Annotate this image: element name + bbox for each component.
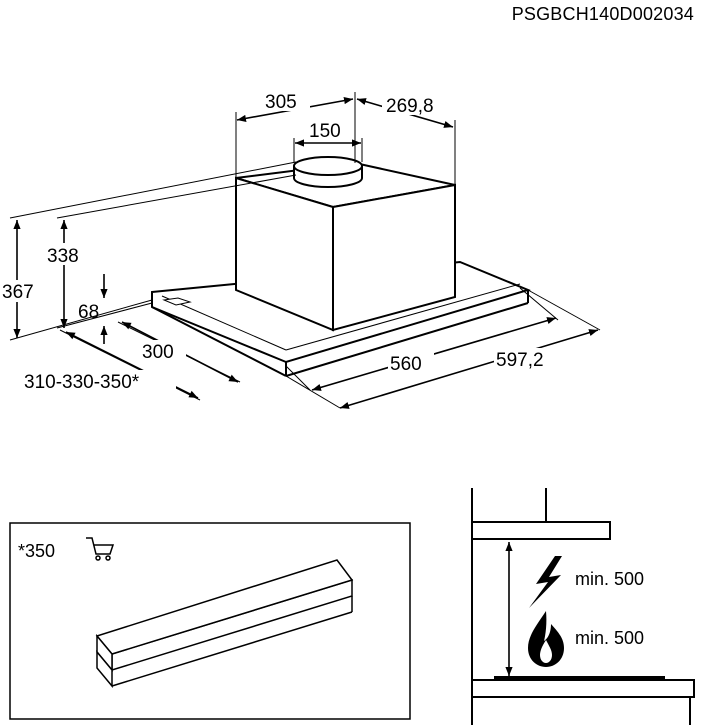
- dim-560: 560: [390, 354, 422, 375]
- dim-269-8: 269,8: [386, 96, 434, 117]
- shopping-cart-icon: [86, 537, 115, 561]
- dim-68: 68: [78, 302, 99, 323]
- dim-300: 300: [142, 342, 174, 363]
- extension-bracket: [95, 559, 354, 689]
- dim-150: 150: [309, 121, 341, 142]
- dim-367: 367: [2, 282, 34, 303]
- dim-305: 305: [265, 92, 297, 113]
- dim-338: 338: [47, 246, 79, 267]
- gas-clearance-label: min. 500: [575, 628, 644, 648]
- clearance-panel: [471, 488, 695, 725]
- flame-icon: [528, 611, 564, 667]
- accessory-label: *350: [18, 541, 55, 561]
- hob-outline: [471, 679, 695, 698]
- dim-310-330-350: 310-330-350*: [24, 372, 140, 393]
- electric-clearance-label: min. 500: [575, 569, 644, 589]
- outlet-spigot: [293, 156, 363, 188]
- dim-597-2: 597,2: [496, 350, 544, 371]
- accessory-frame: [9, 522, 411, 720]
- accessory-panel: *350: [9, 522, 411, 720]
- hood-outline: [471, 521, 611, 540]
- lightning-icon: [529, 556, 562, 608]
- dimension-labels: 305 269,8 150 367 338 68 300 310-330-350…: [0, 89, 564, 393]
- document-code: PSGBCH140D002034: [511, 4, 694, 24]
- hood-drawing: [9, 92, 601, 409]
